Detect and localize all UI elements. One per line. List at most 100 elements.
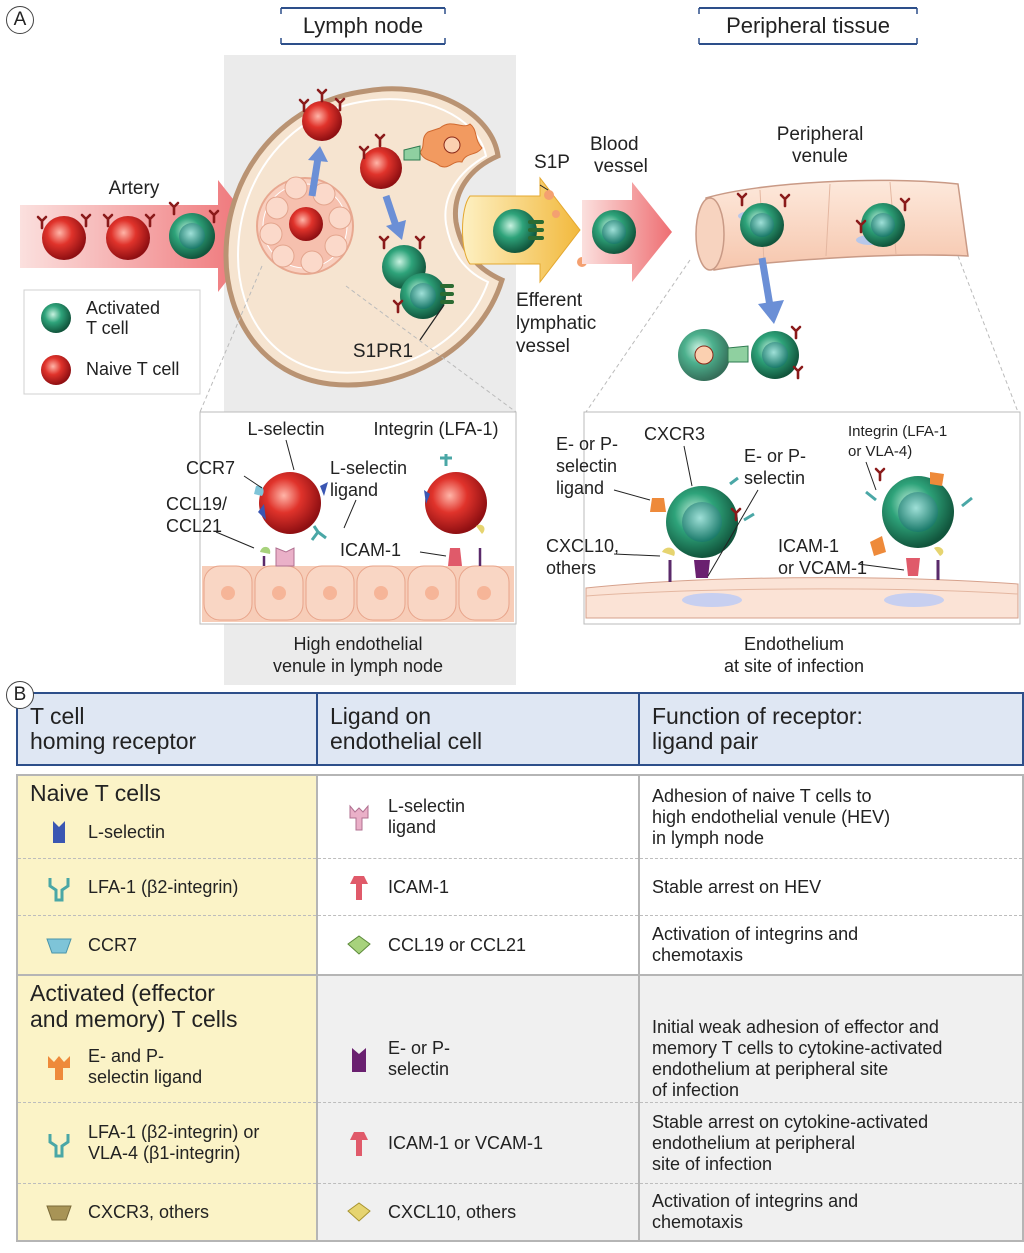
- infection-caption-line-1: Endothelium: [744, 634, 844, 654]
- header-function: Function of receptor:ligand pair: [638, 692, 1024, 766]
- s1pr1-label: S1PR1: [353, 341, 413, 362]
- l-selectin-ligand-icon: [349, 804, 369, 831]
- svg-text:Lymph node: Lymph node: [303, 13, 423, 38]
- lfa1-integrin-icon: [48, 878, 70, 902]
- peripheral-venule-label-line-1: Peripheral: [777, 124, 864, 145]
- peripheral-venule-label-line-2: venule: [792, 146, 848, 167]
- ligand-text: CCL19 or CCL21: [388, 934, 527, 955]
- infection-caption-line-2: at site of infection: [724, 656, 864, 676]
- icam1-icon: [350, 876, 368, 900]
- hev-detail: [199, 411, 517, 625]
- hev-caption-line-2: venule in lymph node: [273, 656, 443, 676]
- naive-t-cell: [302, 101, 342, 141]
- blood-vessel-label-line-2: vessel: [594, 156, 648, 177]
- cxcr3-label: CXCR3: [644, 424, 705, 444]
- table-row: L-selectin: [16, 806, 1023, 859]
- svg-text:Peripheral tissue: Peripheral tissue: [726, 13, 890, 38]
- ccl19-ccl21-icon: [347, 935, 371, 955]
- naive-t-cell: [42, 216, 86, 260]
- l-selectin-label: L-selectin: [247, 419, 324, 439]
- receptor-text: selectin ligand: [88, 1067, 203, 1087]
- naive-t-cell: [106, 216, 150, 260]
- l-selectin-icon: [53, 821, 65, 843]
- icam1-vcam1-label-line-2: or VCAM-1: [778, 558, 867, 578]
- cxcr3-icon: [46, 1205, 72, 1221]
- ccr7-icon: [46, 938, 72, 954]
- blood-vessel-label-line-1: Blood: [590, 134, 639, 155]
- ccl19-label-line-2: CCL21: [166, 516, 222, 536]
- ligand-text: ligand: [388, 817, 437, 837]
- s1p-label: S1P: [534, 152, 570, 173]
- legend-naive: Naive T cell: [86, 359, 179, 379]
- lfa1-vla4-integrin-icon: [48, 1134, 70, 1158]
- panel-a-label: A: [6, 6, 34, 34]
- ligand-text: CXCL10, others: [388, 1201, 517, 1222]
- legend: Activated T cell Naive T cell: [23, 289, 201, 395]
- cxcl10-icon: [347, 1202, 371, 1222]
- naive-t-cell: [289, 207, 323, 241]
- ccr7-label: CCR7: [186, 458, 235, 478]
- infection-site-detail: [583, 411, 1021, 625]
- hev-caption-line-1: High endothelial: [293, 634, 422, 654]
- ligand-text: ICAM-1: [388, 876, 450, 897]
- ep-ligand-label-line-1: E- or P-: [556, 434, 618, 454]
- ep-selectin-label-line-1: E- or P-: [744, 446, 806, 466]
- table-row: CXCR3, others CXCL10, others Activation …: [16, 1183, 1024, 1242]
- naive-group-title: Naive T cells: [30, 780, 161, 806]
- cxcl10-label-line-2: others: [546, 558, 596, 578]
- receptor-text: LFA-1 (β2-integrin) or: [88, 1122, 260, 1142]
- efferent-label-line-1: Efferent: [516, 290, 583, 311]
- integrin-lfa1-vla4-label-line-2: or VLA-4): [848, 443, 912, 460]
- peripheral-tissue-header: Peripheral tissue: [698, 7, 918, 45]
- receptor-text: CXCR3, others: [88, 1201, 210, 1222]
- ligand-text: E- or P-: [388, 1038, 451, 1058]
- table-row: CCR7 CCL19 or CCL21 Activation of integr…: [16, 915, 1024, 975]
- cxcl10-label-line-1: CXCL10,: [546, 536, 619, 556]
- lymph-node-header: Lymph node: [280, 7, 446, 45]
- legend-activated-line-2: T cell: [86, 318, 129, 338]
- receptor-text: E- and P-: [88, 1046, 165, 1066]
- ep-ligand-label-line-2: selectin: [556, 456, 617, 476]
- ep-selectin-label-line-2: selectin: [744, 468, 805, 488]
- table-row: E- and P-selectin ligand: [16, 1032, 1023, 1103]
- ligand-text: ICAM-1 or VCAM-1: [388, 1132, 544, 1153]
- ep-selectin-icon: [352, 1048, 366, 1072]
- ligand-text: selectin: [388, 1059, 450, 1079]
- l-selectin-ligand-label-line-1: L-selectin: [330, 458, 407, 478]
- ep-selectin-ligand-icon: [48, 1056, 70, 1080]
- ligand-text: L-selectin: [388, 796, 466, 816]
- ep-ligand-label-line-3: ligand: [556, 478, 604, 498]
- integrin-lfa1-label: Integrin (LFA-1): [373, 419, 498, 439]
- integrin-lfa1-vla4-label-line-1: Integrin (LFA-1: [848, 423, 947, 440]
- receptor-text: CCR7: [88, 934, 138, 955]
- artery-label: Artery: [109, 178, 160, 199]
- homing-diagram: Lymph node Peripheral tissue Artery: [20, 7, 1021, 685]
- ccl19-label-line-1: CCL19/: [166, 494, 227, 514]
- activated-t-cell: [493, 209, 537, 253]
- panel-b-label: B: [6, 681, 34, 709]
- function-text: Stable arrest on HEV: [652, 876, 822, 897]
- peripheral-venule: [695, 179, 969, 271]
- table-row: LFA-1 (β2-integrin) ICAM-1 Stable arrest…: [16, 858, 1024, 916]
- icam1-vcam1-label-line-1: ICAM-1: [778, 536, 839, 556]
- naive-t-cell: [360, 147, 402, 189]
- receptor-text: LFA-1 (β2-integrin): [88, 876, 239, 897]
- receptor-text: L-selectin: [88, 821, 166, 842]
- efferent-label-line-3: vessel: [516, 336, 570, 357]
- icam1-vcam1-icon: [350, 1132, 368, 1156]
- icam1-label: ICAM-1: [340, 540, 401, 560]
- receptor-text: VLA-4 (β1-integrin): [88, 1143, 241, 1163]
